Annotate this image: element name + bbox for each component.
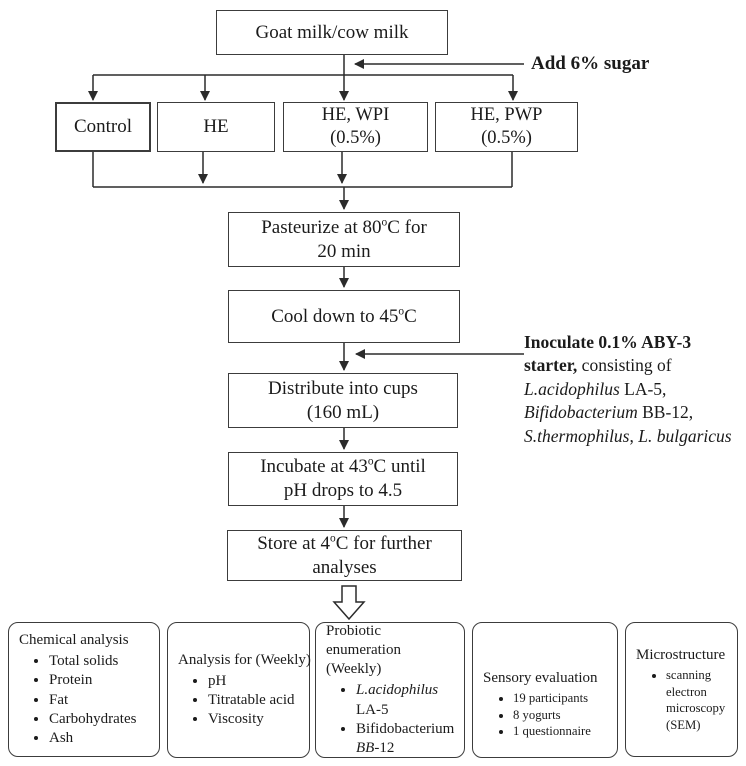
box-label-line: HE <box>203 116 229 138</box>
box-label-line: (160 mL) <box>306 401 380 423</box>
bullet-item: L.acidophilus LA-5 <box>356 681 458 719</box>
bullet-item: Ash <box>49 729 153 748</box>
analysis-title: Analysis for (Weekly) <box>178 651 311 668</box>
variant-box-he-pwp: HE, PWP(0.5%) <box>435 102 578 152</box>
annotation-inoculate: Inoculate 0.1% ABY-3 starter, consisting… <box>524 332 732 446</box>
box-label-line: (0.5%) <box>481 128 532 148</box>
analysis-title: Microstructure <box>636 646 726 663</box>
source-box: Goat milk/cow milk <box>216 10 448 55</box>
box-label-line: Pasteurize at 80oC for <box>261 216 427 238</box>
bullet-item: 8 yogurts <box>513 707 611 724</box>
bullet-item: Total solids <box>49 652 153 671</box>
box-label-line: Control <box>73 116 133 138</box>
box-label-line: HE, WPI <box>321 105 390 126</box>
analysis-title: Probiotic enumeration(Weekly) <box>326 623 401 678</box>
analysis-box-chemical: Chemical analysis Total solidsProteinFat… <box>8 622 160 757</box>
bullet-item: Viscosity <box>208 710 303 729</box>
analysis-bullet-list: 19 participants8 yogurts1 questionnaire <box>483 690 611 740</box>
variant-box-he: HE <box>157 102 275 152</box>
bullet-item: Bifidobacterium BB-12 <box>356 720 458 758</box>
step-box-cool: Cool down to 45oC <box>228 290 460 343</box>
box-label-line: Store at 4oC for further <box>257 532 432 554</box>
analysis-box-weekly: Analysis for (Weekly) pHTitratable acidV… <box>167 622 311 758</box>
analysis-bullet-list: Total solidsProteinFatCarbohydratesAsh <box>19 652 153 747</box>
box-label-line: Goat milk/cow milk <box>255 21 409 43</box>
step-box-distribute: Distribute into cups(160 mL) <box>228 373 458 428</box>
variant-box-control: Control <box>55 102 151 152</box>
bullet-item: 1 questionnaire <box>513 723 611 740</box>
annotation-add-sugar: Add 6% sugar <box>531 53 650 74</box>
analysis-box-sensory: Sensory evaluation 19 participants8 yogu… <box>472 622 618 758</box>
bullet-item: Titratable acid <box>208 691 303 710</box>
box-label-line: (0.5%) <box>330 128 381 148</box>
bullet-item: scanning electron microscopy (SEM) <box>666 667 731 733</box>
analysis-title: Chemical analysis <box>19 632 129 649</box>
bullet-item: Carbohydrates <box>49 710 153 729</box>
bullet-item: Fat <box>49 691 153 710</box>
box-label-line: Cool down to 45oC <box>271 305 417 327</box>
analysis-bullet-list: L.acidophilus LA-5Bifidobacterium BB-12 <box>326 681 458 757</box>
analysis-title: Sensory evaluation <box>483 670 598 686</box>
variant-box-he-wpi: HE, WPI(0.5%) <box>283 102 428 152</box>
box-label-line: Incubate at 43oC until <box>260 456 426 478</box>
box-label-line: HE, PWP <box>470 105 543 126</box>
bullet-item: Protein <box>49 671 153 690</box>
box-label-line: 20 min <box>317 240 371 262</box>
box-label-line: pH drops to 4.5 <box>283 480 403 501</box>
analysis-bullet-list: scanning electron microscopy (SEM) <box>636 667 731 733</box>
analysis-box-microstructure: Microstructure scanning electron microsc… <box>625 622 738 757</box>
analysis-box-probiotic: Probiotic enumeration(Weekly) L.acidophi… <box>315 622 465 758</box>
box-label-line: Distribute into cups <box>268 377 418 399</box>
bullet-item: pH <box>208 672 303 691</box>
block-arrow-down <box>332 585 366 621</box>
bullet-item: 19 participants <box>513 690 611 707</box>
box-label-line: analyses <box>312 556 377 578</box>
analysis-bullet-list: pHTitratable acidViscosity <box>178 672 303 729</box>
